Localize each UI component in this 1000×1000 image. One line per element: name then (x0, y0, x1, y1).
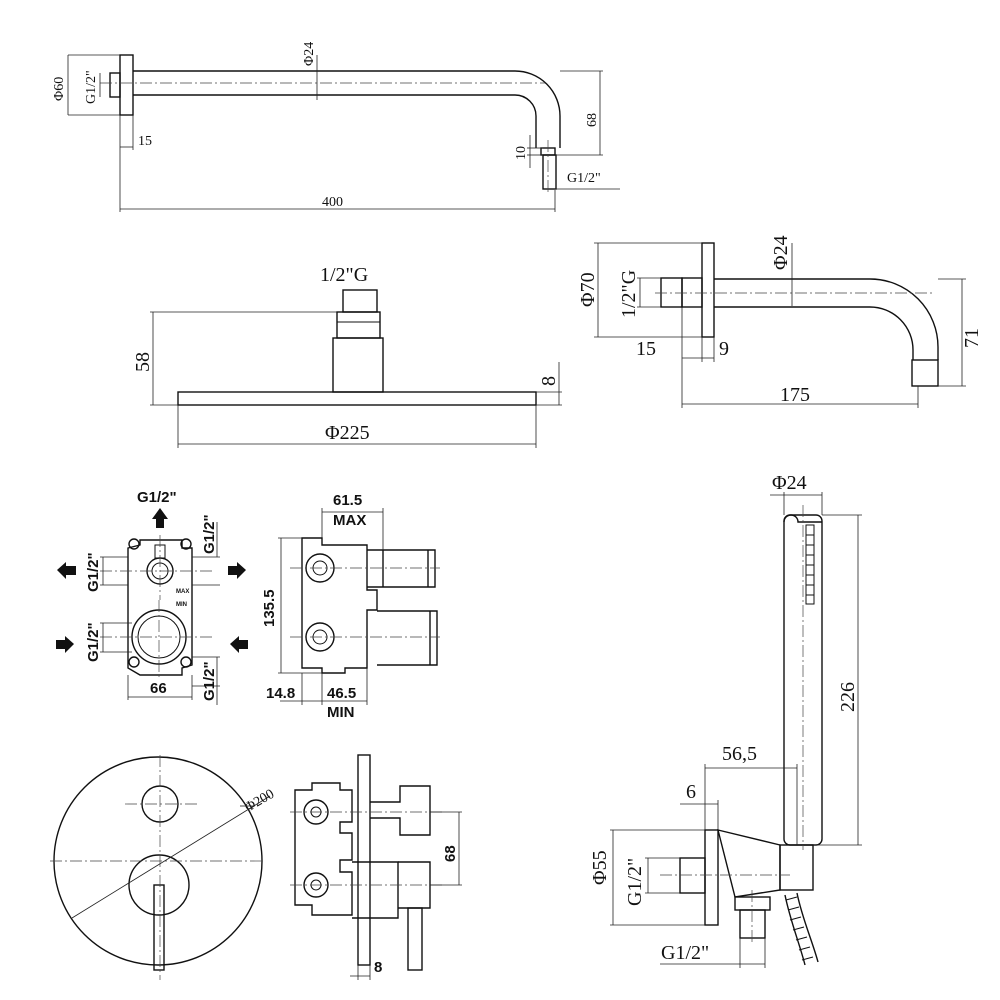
arm-top-thread-in: G1/2" (84, 70, 99, 104)
plate-offset: 68 (442, 845, 459, 862)
side-plaster: 14.8 (266, 685, 295, 702)
valve-top-thread: G1/2" (137, 489, 177, 506)
arrow-left-top-icon (57, 562, 76, 579)
head-height: 58 (132, 352, 154, 372)
valve-max-mark: MAX (176, 589, 189, 595)
hand-projection: 56,5 (722, 743, 757, 765)
head-thread: 1/2"G (320, 264, 368, 286)
hand-diameter: Φ24 (772, 472, 807, 494)
valve-thread-left-top: G1/2" (85, 552, 102, 592)
arrow-right-bottom-icon (56, 636, 74, 653)
diverter-side-view: 61.5 MAX 135.5 14.8 46.5 MIN (261, 492, 440, 721)
side-max-label: MAX (333, 512, 366, 529)
hand-plate-diameter: Φ55 (589, 850, 611, 885)
arm-top-flange-diameter: Φ60 (52, 77, 67, 101)
side-max-depth: 61.5 (333, 492, 362, 509)
arm-mid-flange-diameter: Φ70 (577, 272, 599, 307)
arm-top-outlet: 10 (514, 146, 529, 160)
arm-top-thread-out: G1/2" (567, 171, 601, 186)
arm-top-height: 68 (585, 113, 600, 127)
valve-width: 66 (150, 680, 167, 697)
arm-mid-depth: 15 (636, 338, 656, 360)
side-height: 135.5 (261, 589, 278, 627)
arm-mid-tube-diameter: Φ24 (770, 235, 792, 270)
hand-thread-in: G1/2" (624, 858, 646, 906)
plate-thickness: 8 (374, 959, 382, 976)
wall-arm-top: Φ60 G1/2" Φ24 15 68 10 G1/2" 400 (52, 42, 620, 212)
arm-top-flange-depth: 15 (138, 134, 152, 149)
arrow-right-top-icon (228, 562, 246, 579)
cover-plate-front: Φ200 (50, 755, 277, 980)
arrow-left-bottom-icon (230, 636, 248, 653)
hand-gap: 6 (686, 781, 696, 803)
head-thickness: 8 (538, 376, 560, 386)
plate-diameter: Φ200 (243, 787, 278, 816)
arm-mid-flange: 9 (719, 338, 729, 360)
arrow-up-icon (152, 508, 168, 528)
valve-thread-right-bottom: G1/2" (201, 661, 218, 701)
diverter-front-view: G1/2" G1/2" G1/2" G1/2" G1/2" 66 MAX MIN (56, 489, 248, 705)
arm-top-tube-diameter: Φ24 (302, 42, 317, 66)
cover-plate-side: 68 8 (290, 754, 462, 980)
hand-thread-out: G1/2" (661, 942, 709, 964)
arm-top-length: 400 (322, 195, 343, 210)
wall-arm-middle: Φ70 1/2"G Φ24 15 9 71 175 (577, 235, 983, 408)
valve-thread-left-bottom: G1/2" (85, 622, 102, 662)
head-diameter: Φ225 (325, 422, 370, 444)
arm-mid-thread: 1/2"G (618, 270, 640, 318)
arm-mid-height: 71 (961, 328, 983, 348)
hand-shower-set: Φ24 226 56,5 6 Φ55 G1/2" G1/2" (589, 472, 862, 968)
hand-length: 226 (837, 682, 859, 712)
side-min-depth: 46.5 (327, 685, 356, 702)
valve-thread-right-top: G1/2" (201, 514, 218, 554)
valve-min-mark: MIN (176, 602, 187, 608)
shower-head: 1/2"G 58 8 Φ225 (132, 264, 562, 448)
arm-mid-length: 175 (780, 384, 810, 406)
side-min-label: MIN (327, 704, 355, 721)
